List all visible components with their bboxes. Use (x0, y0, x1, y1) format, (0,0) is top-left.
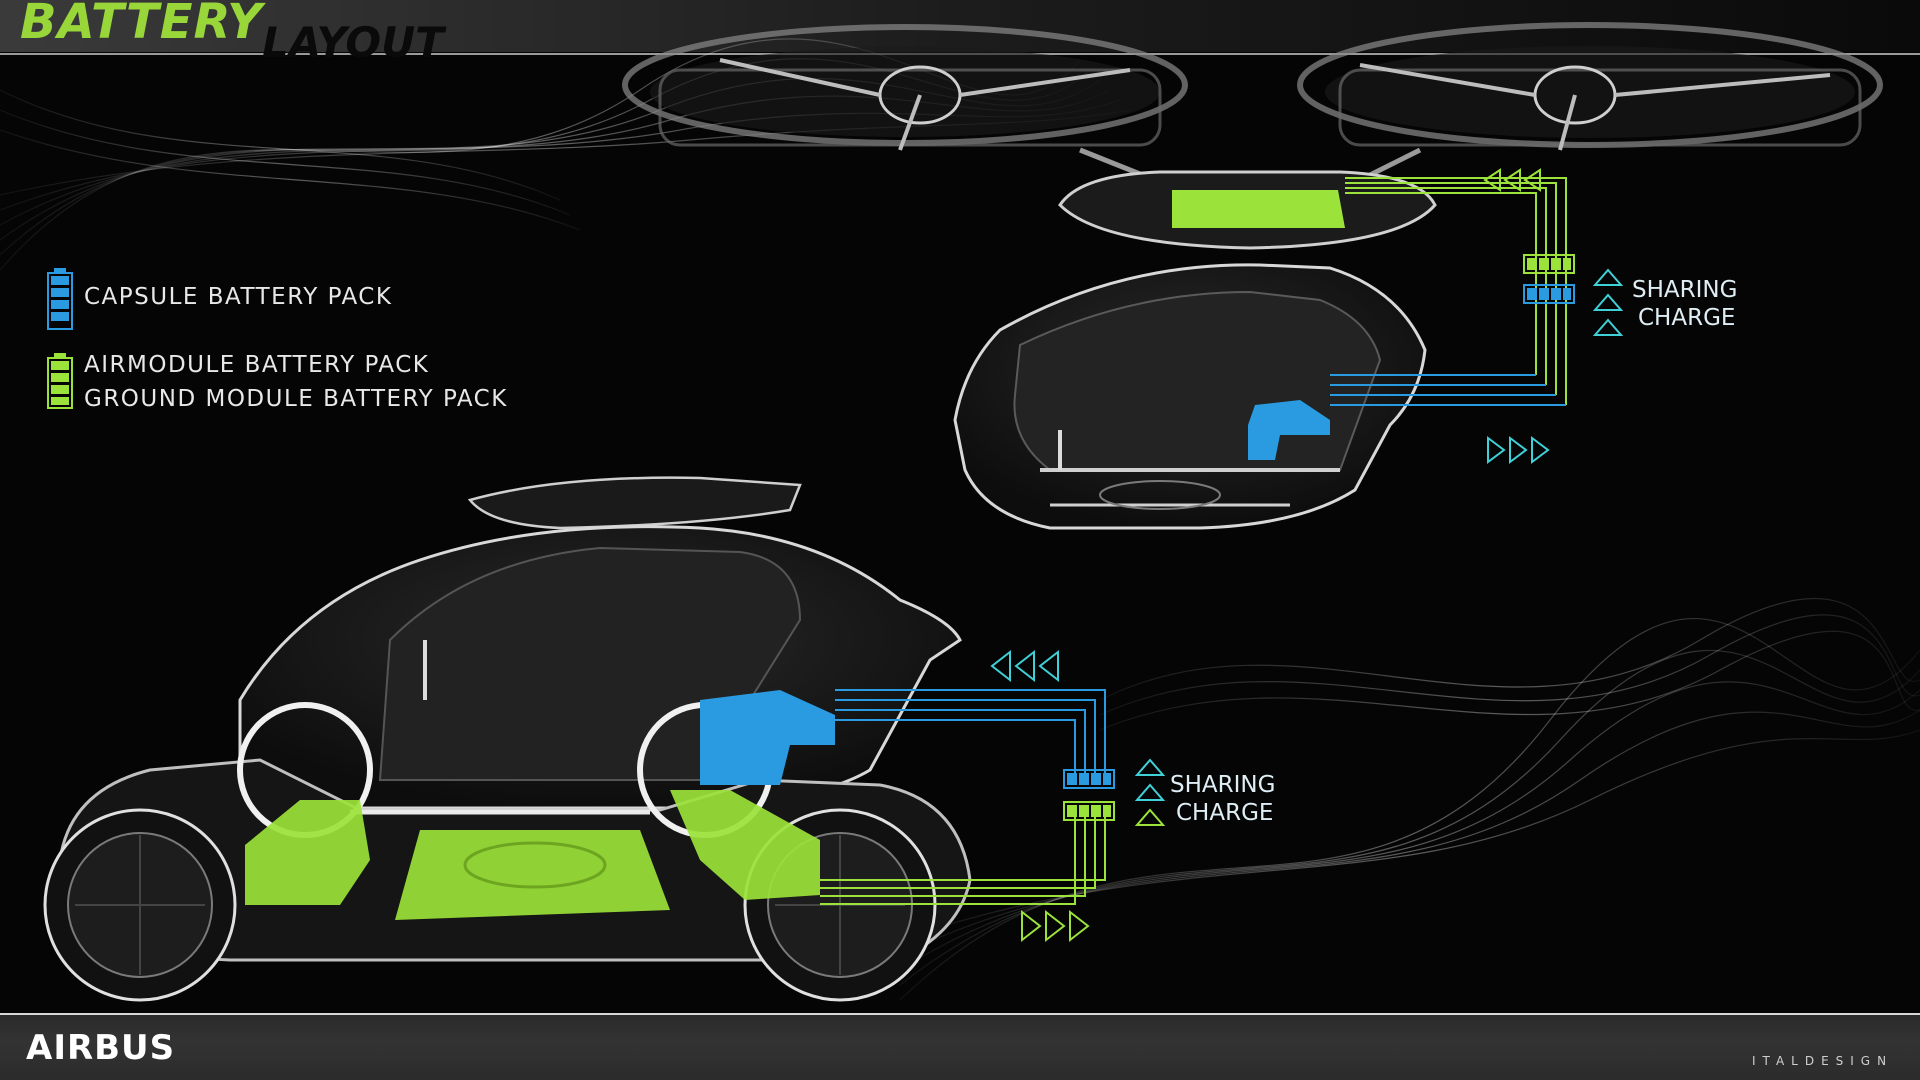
footer-bar (0, 1013, 1920, 1080)
bottom-arrows-right (1021, 909, 1090, 943)
bottom-wiring (820, 689, 1106, 905)
bottom-green-cell-row (1063, 801, 1115, 821)
bottom-arrows-left (990, 649, 1059, 683)
capsule-battery-top (1248, 400, 1330, 460)
top-sharing-charge-label: SHARING CHARGE (1632, 276, 1737, 332)
italdesign-logo-text: ITALDESIGN (1752, 1054, 1894, 1068)
bottom-sharing-charge-label: SHARING CHARGE (1170, 771, 1275, 827)
top-green-cell-row (1523, 254, 1575, 274)
bottom-sharing-triangle-green (1134, 808, 1166, 826)
ground-module-battery-pack (245, 790, 820, 920)
legend-capsule-label: CAPSULE BATTERY PACK (84, 284, 393, 310)
airbus-logo: AIRBUS (26, 1028, 176, 1068)
bottom-sharing-line2: CHARGE (1176, 800, 1274, 826)
legend-airmodule-label: AIRMODULE BATTERY PACK (84, 352, 430, 378)
legend-capsule-battery-icon (47, 268, 73, 330)
top-sharing-line1: SHARING (1632, 277, 1738, 303)
top-sharing-triangles (1592, 268, 1624, 336)
bottom-sharing-line1: SHARING (1170, 772, 1276, 798)
top-sharing-line2: CHARGE (1638, 305, 1736, 331)
background-waves-bottom (899, 598, 1920, 1001)
top-arrows-right (1487, 436, 1550, 464)
top-wiring (1330, 177, 1567, 406)
legend-module-battery-icon (47, 353, 73, 409)
bottom-blue-cell-row (1063, 769, 1115, 789)
top-blue-cell-row (1523, 284, 1575, 304)
capsule-battery-bottom (700, 690, 835, 785)
bottom-sharing-triangles (1134, 758, 1166, 801)
title-layout: LAYOUT (262, 18, 444, 67)
capsule-top (953, 263, 1427, 530)
airmodule-battery-pack (1172, 190, 1345, 228)
legend-ground-label: GROUND MODULE BATTERY PACK (84, 386, 508, 412)
top-arrows-left (1483, 168, 1541, 192)
title-battery: BATTERY (20, 0, 263, 50)
